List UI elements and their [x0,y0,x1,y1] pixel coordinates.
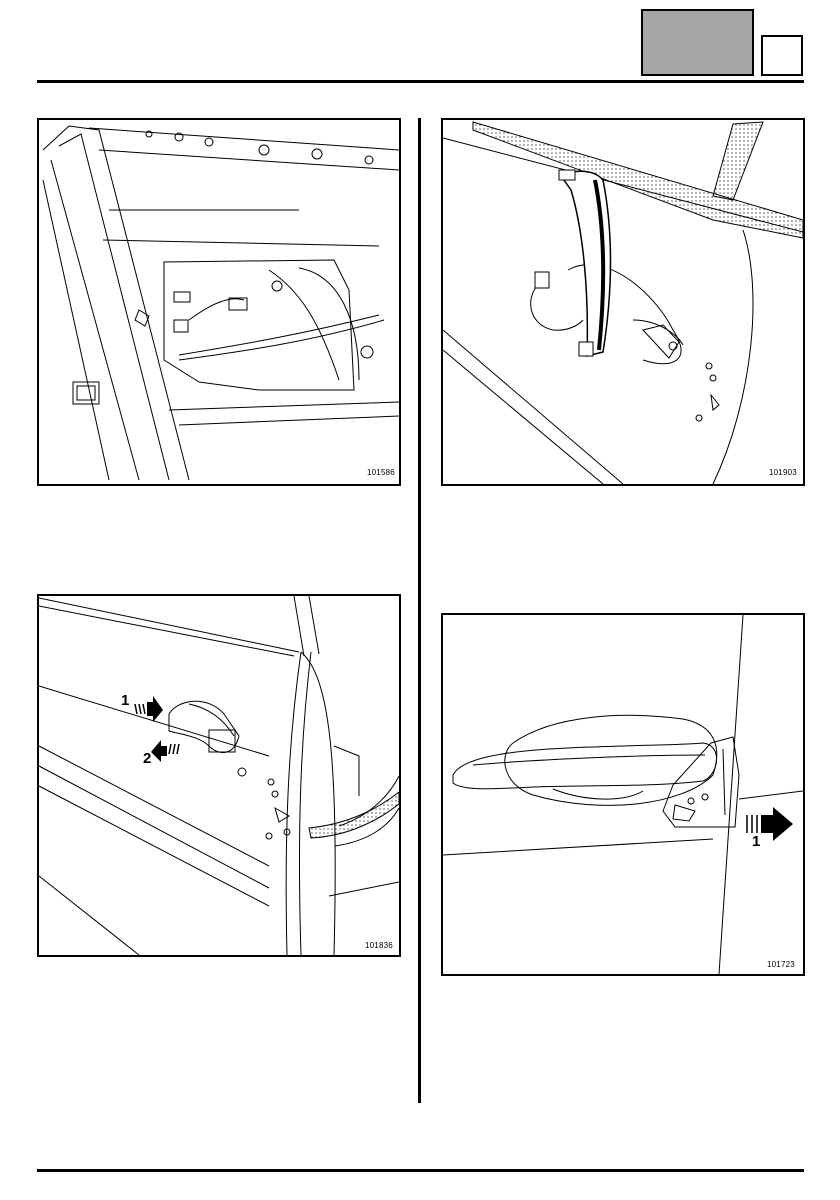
handle-removal-illustration [39,596,399,955]
figure-door-interior: 101586 [37,118,401,486]
figure-ref-101723: 101723 [767,960,795,969]
callout-1: 1 [121,692,130,709]
figure-ref-101903: 101903 [769,468,797,477]
figure-handle-removal-steps: 1 2 101836 [37,594,401,957]
figure-ref-101836: 101836 [365,941,393,950]
handle-removed-illustration [443,121,803,484]
handle-installed-illustration [443,615,803,974]
figure-handle-removed: 101903 [441,118,805,486]
page-code-box [761,35,803,76]
figure-handle-installed: 1 101723 [441,613,805,976]
footer-rule [37,1169,804,1172]
column-divider [418,118,421,1103]
section-tab [641,9,754,76]
header-rule [37,80,804,83]
figure-ref-101586: 101586 [367,468,395,477]
callout-2: 2 [143,750,152,767]
door-interior-illustration [42,125,399,481]
callout-1: 1 [752,833,761,850]
